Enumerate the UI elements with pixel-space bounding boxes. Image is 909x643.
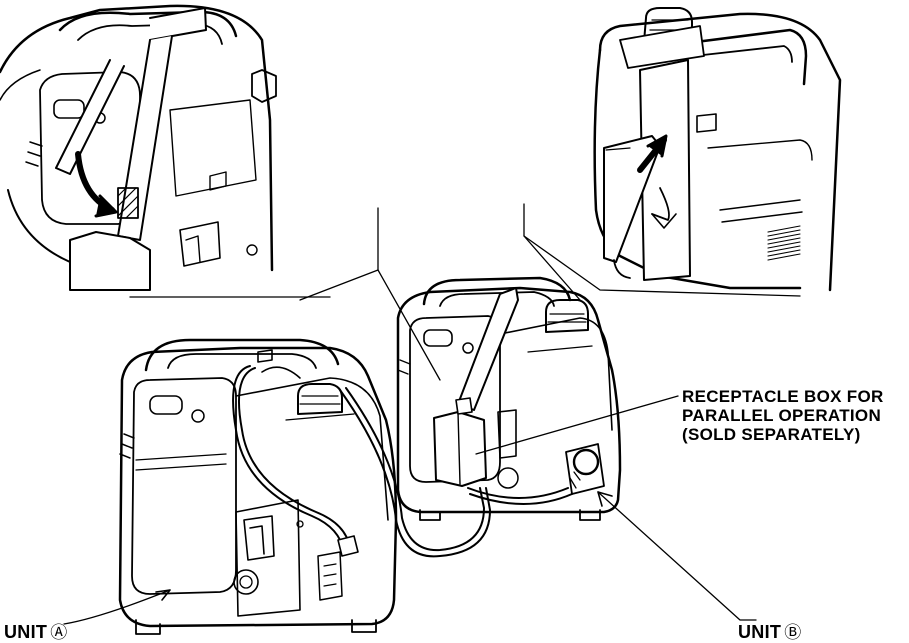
leader-lines	[63, 235, 757, 625]
receptacle-label-line2: PARALLEL OPERATION	[682, 406, 882, 425]
unit-a-mark: Ⓐ	[50, 623, 68, 642]
detail-inset-right	[523, 7, 842, 297]
unit-b-generator	[396, 276, 622, 521]
unit-b-mark: Ⓑ	[784, 623, 802, 642]
receptacle-label-line1: RECEPTACLE BOX FOR	[682, 387, 884, 406]
receptacle-label-line3: (SOLD SEPARATELY)	[682, 425, 861, 444]
unit-a-generator	[118, 338, 398, 635]
parallel-cables	[232, 365, 573, 558]
receptacle-box-callout: RECEPTACLE BOX FOR PARALLEL OPERATION (S…	[682, 387, 884, 444]
unit-a-word: UNIT	[4, 622, 48, 642]
detail-inset-left	[0, 4, 379, 301]
unit-b-word: UNIT	[738, 622, 782, 642]
